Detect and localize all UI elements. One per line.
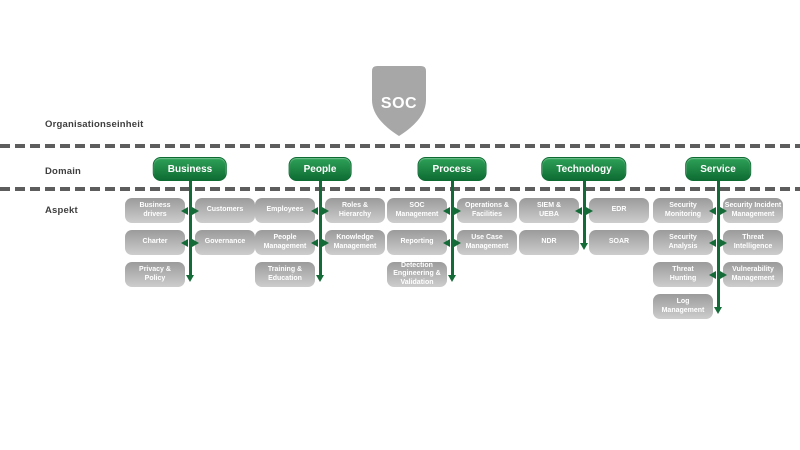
aspect-box-siem-ueba: SIEM & UEBA: [519, 198, 579, 223]
aspect-box-operations-facilities: Operations & Facilities: [457, 198, 517, 223]
connector-arrow-down-icon: [714, 306, 722, 314]
row-label-organisational-unit: Organisationseinheit: [45, 119, 144, 130]
domain-box-service: Service: [685, 157, 751, 181]
connector-arrow-left-icon: [181, 206, 188, 215]
connector-arrow-right-icon: [192, 206, 199, 215]
aspect-box-soc-management: SOC Management: [387, 198, 447, 223]
aspect-box-charter: Charter: [125, 230, 185, 255]
aspect-box-business-drivers: Business drivers: [125, 198, 185, 223]
connector-arrow-right-icon: [454, 238, 461, 247]
connector-arrow-left-icon: [443, 206, 450, 215]
connector-arrow-right-icon: [322, 206, 329, 215]
connector-spine-people: [318, 181, 322, 275]
aspect-box-detection-engineering-validation: Detection Engineering & Validation: [387, 262, 447, 287]
aspect-box-use-case-management: Use Case Management: [457, 230, 517, 255]
aspect-box-reporting: Reporting: [387, 230, 447, 255]
connector-arrow-right-icon: [720, 238, 727, 247]
connector-arrow-right-icon: [720, 206, 727, 215]
connector-arrow-right-icon: [192, 238, 199, 247]
soc-shield-icon: SOC: [372, 66, 426, 136]
connector-arrow-down-icon: [186, 274, 194, 282]
connector-arrow-left-icon: [709, 238, 716, 247]
domain-box-business: Business: [152, 157, 228, 181]
connector-arrow-right-icon: [322, 238, 329, 247]
connector-spine-service: [716, 181, 720, 307]
aspect-box-roles-hierarchy: Roles & Hierarchy: [325, 198, 385, 223]
soc-shield-label: SOC: [381, 95, 417, 112]
connector-arrow-left-icon: [311, 206, 318, 215]
aspect-box-privacy-policy: Privacy & Policy: [125, 262, 185, 287]
aspect-box-soar: SOAR: [589, 230, 649, 255]
row-label-aspect: Aspekt: [45, 205, 78, 216]
domain-box-technology: Technology: [541, 157, 627, 181]
aspect-box-threat-hunting: Threat Hunting: [653, 262, 713, 287]
domain-box-process: Process: [417, 157, 487, 181]
domain-box-people: People: [288, 157, 352, 181]
connector-arrow-left-icon: [311, 238, 318, 247]
connector-arrow-down-icon: [316, 274, 324, 282]
aspect-box-knowledge-management: Knowledge Management: [325, 230, 385, 255]
aspect-box-vulnerability-management: Vulnerability Management: [723, 262, 783, 287]
separator-line-domain: [0, 144, 800, 148]
aspect-box-security-monitoring: Security Monitoring: [653, 198, 713, 223]
connector-arrow-left-icon: [575, 206, 582, 215]
aspect-box-customers: Customers: [195, 198, 255, 223]
connector-arrow-down-icon: [580, 242, 588, 250]
aspect-box-edr: EDR: [589, 198, 649, 223]
aspect-box-log-management: Log Management: [653, 294, 713, 319]
connector-arrow-down-icon: [448, 274, 456, 282]
connector-arrow-left-icon: [709, 206, 716, 215]
connector-arrow-right-icon: [454, 206, 461, 215]
connector-spine-business: [188, 181, 192, 275]
connector-spine-technology: [582, 181, 586, 243]
aspect-box-people-management: People Management: [255, 230, 315, 255]
row-label-domain: Domain: [45, 166, 82, 177]
connector-arrow-right-icon: [720, 270, 727, 279]
aspect-box-security-incident-management: Security Incident Management: [723, 198, 783, 223]
aspect-box-ndr: NDR: [519, 230, 579, 255]
aspect-box-security-analysis: Security Analysis: [653, 230, 713, 255]
connector-arrow-left-icon: [443, 238, 450, 247]
connector-arrow-left-icon: [181, 238, 188, 247]
connector-arrow-left-icon: [709, 270, 716, 279]
connector-spine-process: [450, 181, 454, 275]
separator-line-aspect: [0, 187, 800, 191]
aspect-box-training-education: Training & Education: [255, 262, 315, 287]
aspect-box-governance: Governance: [195, 230, 255, 255]
connector-arrow-right-icon: [586, 206, 593, 215]
aspect-box-employees: Employees: [255, 198, 315, 223]
aspect-box-threat-intelligence: Threat Intelligence: [723, 230, 783, 255]
